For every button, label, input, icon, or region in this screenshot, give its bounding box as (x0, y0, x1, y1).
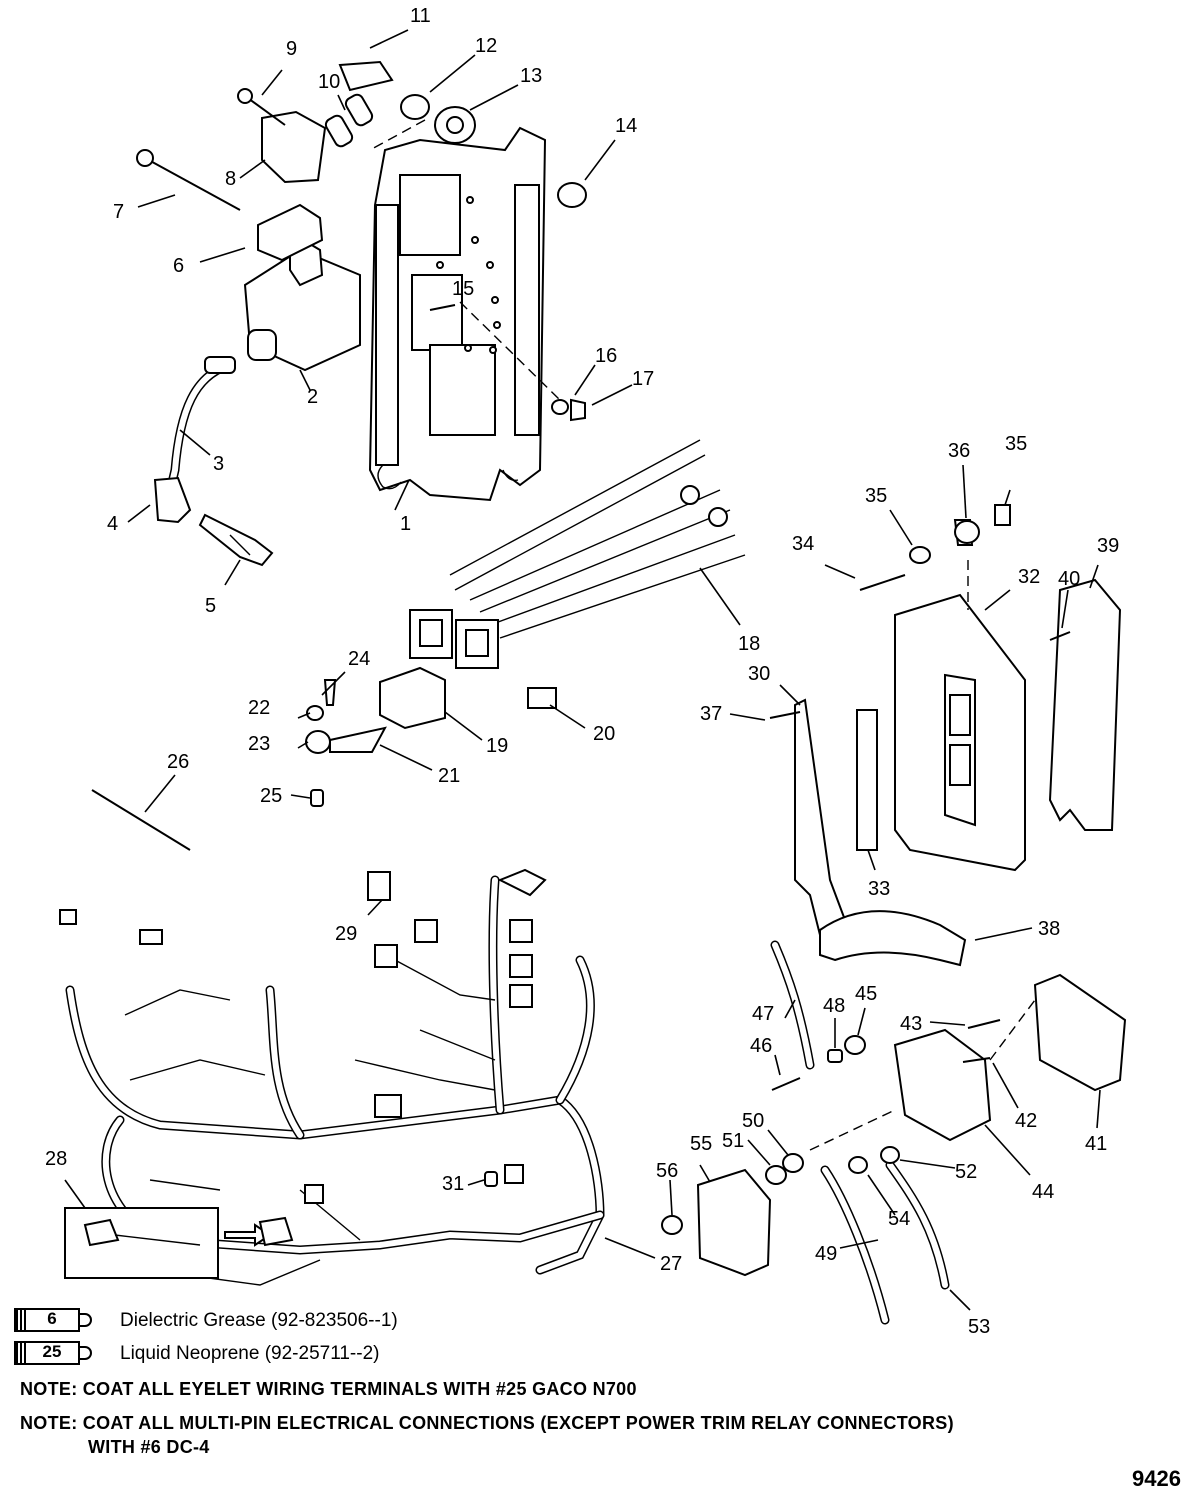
callout-52: 52 (955, 1161, 977, 1183)
trim-relay-harness (91, 439, 746, 851)
legend-item-dielectric-grease: 6 Dielectric Grease (92-823506--1) (14, 1308, 398, 1334)
mounting-plate (368, 126, 547, 502)
callout-22: 22 (248, 697, 270, 719)
callout-6: 6 (173, 255, 184, 277)
callout-9: 9 (286, 38, 297, 60)
coil-bracket-parts (136, 88, 327, 262)
callout-42: 42 (1015, 1110, 1037, 1132)
callout-28: 28 (45, 1148, 67, 1170)
callout-37: 37 (700, 703, 722, 725)
callout-49: 49 (815, 1243, 837, 1265)
callout-43: 43 (900, 1013, 922, 1035)
callout-24: 24 (348, 648, 370, 670)
sealant-tube-icon: 6 (14, 1308, 102, 1334)
callout-17: 17 (632, 368, 654, 390)
callout-27: 27 (660, 1253, 682, 1275)
callout-3: 3 (213, 453, 224, 475)
callout-19: 19 (486, 735, 508, 757)
callout-7: 7 (113, 201, 124, 223)
figure-number: 9426 (1132, 1466, 1181, 1491)
callout-16: 16 (595, 345, 617, 367)
callout-4: 4 (107, 513, 118, 535)
note-multipin-connections: NOTE: COAT ALL MULTI-PIN ELECTRICAL CONN… (20, 1413, 954, 1433)
callout-44: 44 (1032, 1181, 1054, 1203)
callout-2: 2 (307, 386, 318, 408)
callout-56: 56 (656, 1160, 678, 1182)
callout-50: 50 (742, 1110, 764, 1132)
callout-34: 34 (792, 533, 814, 555)
callout-40: 40 (1058, 568, 1080, 590)
callout-31: 31 (442, 1173, 464, 1195)
callout-45: 45 (855, 983, 877, 1005)
callout-47: 47 (752, 1003, 774, 1025)
callout-26: 26 (167, 751, 189, 773)
callout-10: 10 (318, 71, 340, 93)
callout-30: 30 (748, 663, 770, 685)
solenoid-assembly (661, 940, 1127, 1325)
callout-20: 20 (593, 723, 615, 745)
callout-5: 5 (205, 595, 216, 617)
callout-35b: 35 (1005, 433, 1027, 455)
callout-23: 23 (248, 733, 270, 755)
callout-51: 51 (722, 1130, 744, 1152)
callout-35a: 35 (865, 485, 887, 507)
ecm-module (769, 504, 1122, 967)
callout-53: 53 (968, 1316, 990, 1338)
callout-11: 11 (410, 5, 431, 27)
legend-text: Dielectric Grease (92-823506--1) (120, 1310, 398, 1331)
callout-8: 8 (225, 168, 236, 190)
note-multipin-connections-cont: WITH #6 DC-4 (88, 1437, 210, 1457)
callout-labels: 1 2 3 4 5 6 7 8 9 10 11 12 13 14 15 16 1… (45, 5, 1119, 1338)
callout-46: 46 (750, 1035, 772, 1057)
engine-wiring-harness (59, 868, 605, 1286)
callout-32: 32 (1018, 566, 1040, 588)
callout-48: 48 (823, 995, 845, 1017)
legend-text: Liquid Neoprene (92-25711--2) (120, 1343, 380, 1364)
callout-21: 21 (438, 765, 460, 787)
sealant-tube-icon: 25 (14, 1341, 102, 1367)
callout-39: 39 (1097, 535, 1119, 557)
callout-13: 13 (520, 65, 542, 87)
callout-38: 38 (1038, 918, 1060, 940)
callout-18: 18 (738, 633, 760, 655)
callout-15: 15 (452, 278, 474, 300)
callout-55: 55 (690, 1133, 712, 1155)
callout-12: 12 (475, 35, 497, 57)
legend-number: 25 (42, 1342, 62, 1361)
legend-item-liquid-neoprene: 25 Liquid Neoprene (92-25711--2) (14, 1341, 379, 1367)
note-eyelet-terminals: NOTE: COAT ALL EYELET WIRING TERMINALS W… (20, 1379, 637, 1399)
callout-14: 14 (615, 115, 637, 137)
callout-leaders (64, 29, 1101, 1311)
callout-25: 25 (260, 785, 282, 807)
callout-29: 29 (335, 923, 357, 945)
plate-hardware (324, 60, 587, 422)
callout-33: 33 (868, 878, 890, 900)
ignition-coil (153, 236, 361, 567)
callout-1: 1 (400, 513, 411, 535)
callout-36: 36 (948, 440, 970, 462)
legend-number: 6 (47, 1309, 57, 1328)
callout-54: 54 (888, 1208, 910, 1230)
callout-41: 41 (1085, 1133, 1107, 1155)
